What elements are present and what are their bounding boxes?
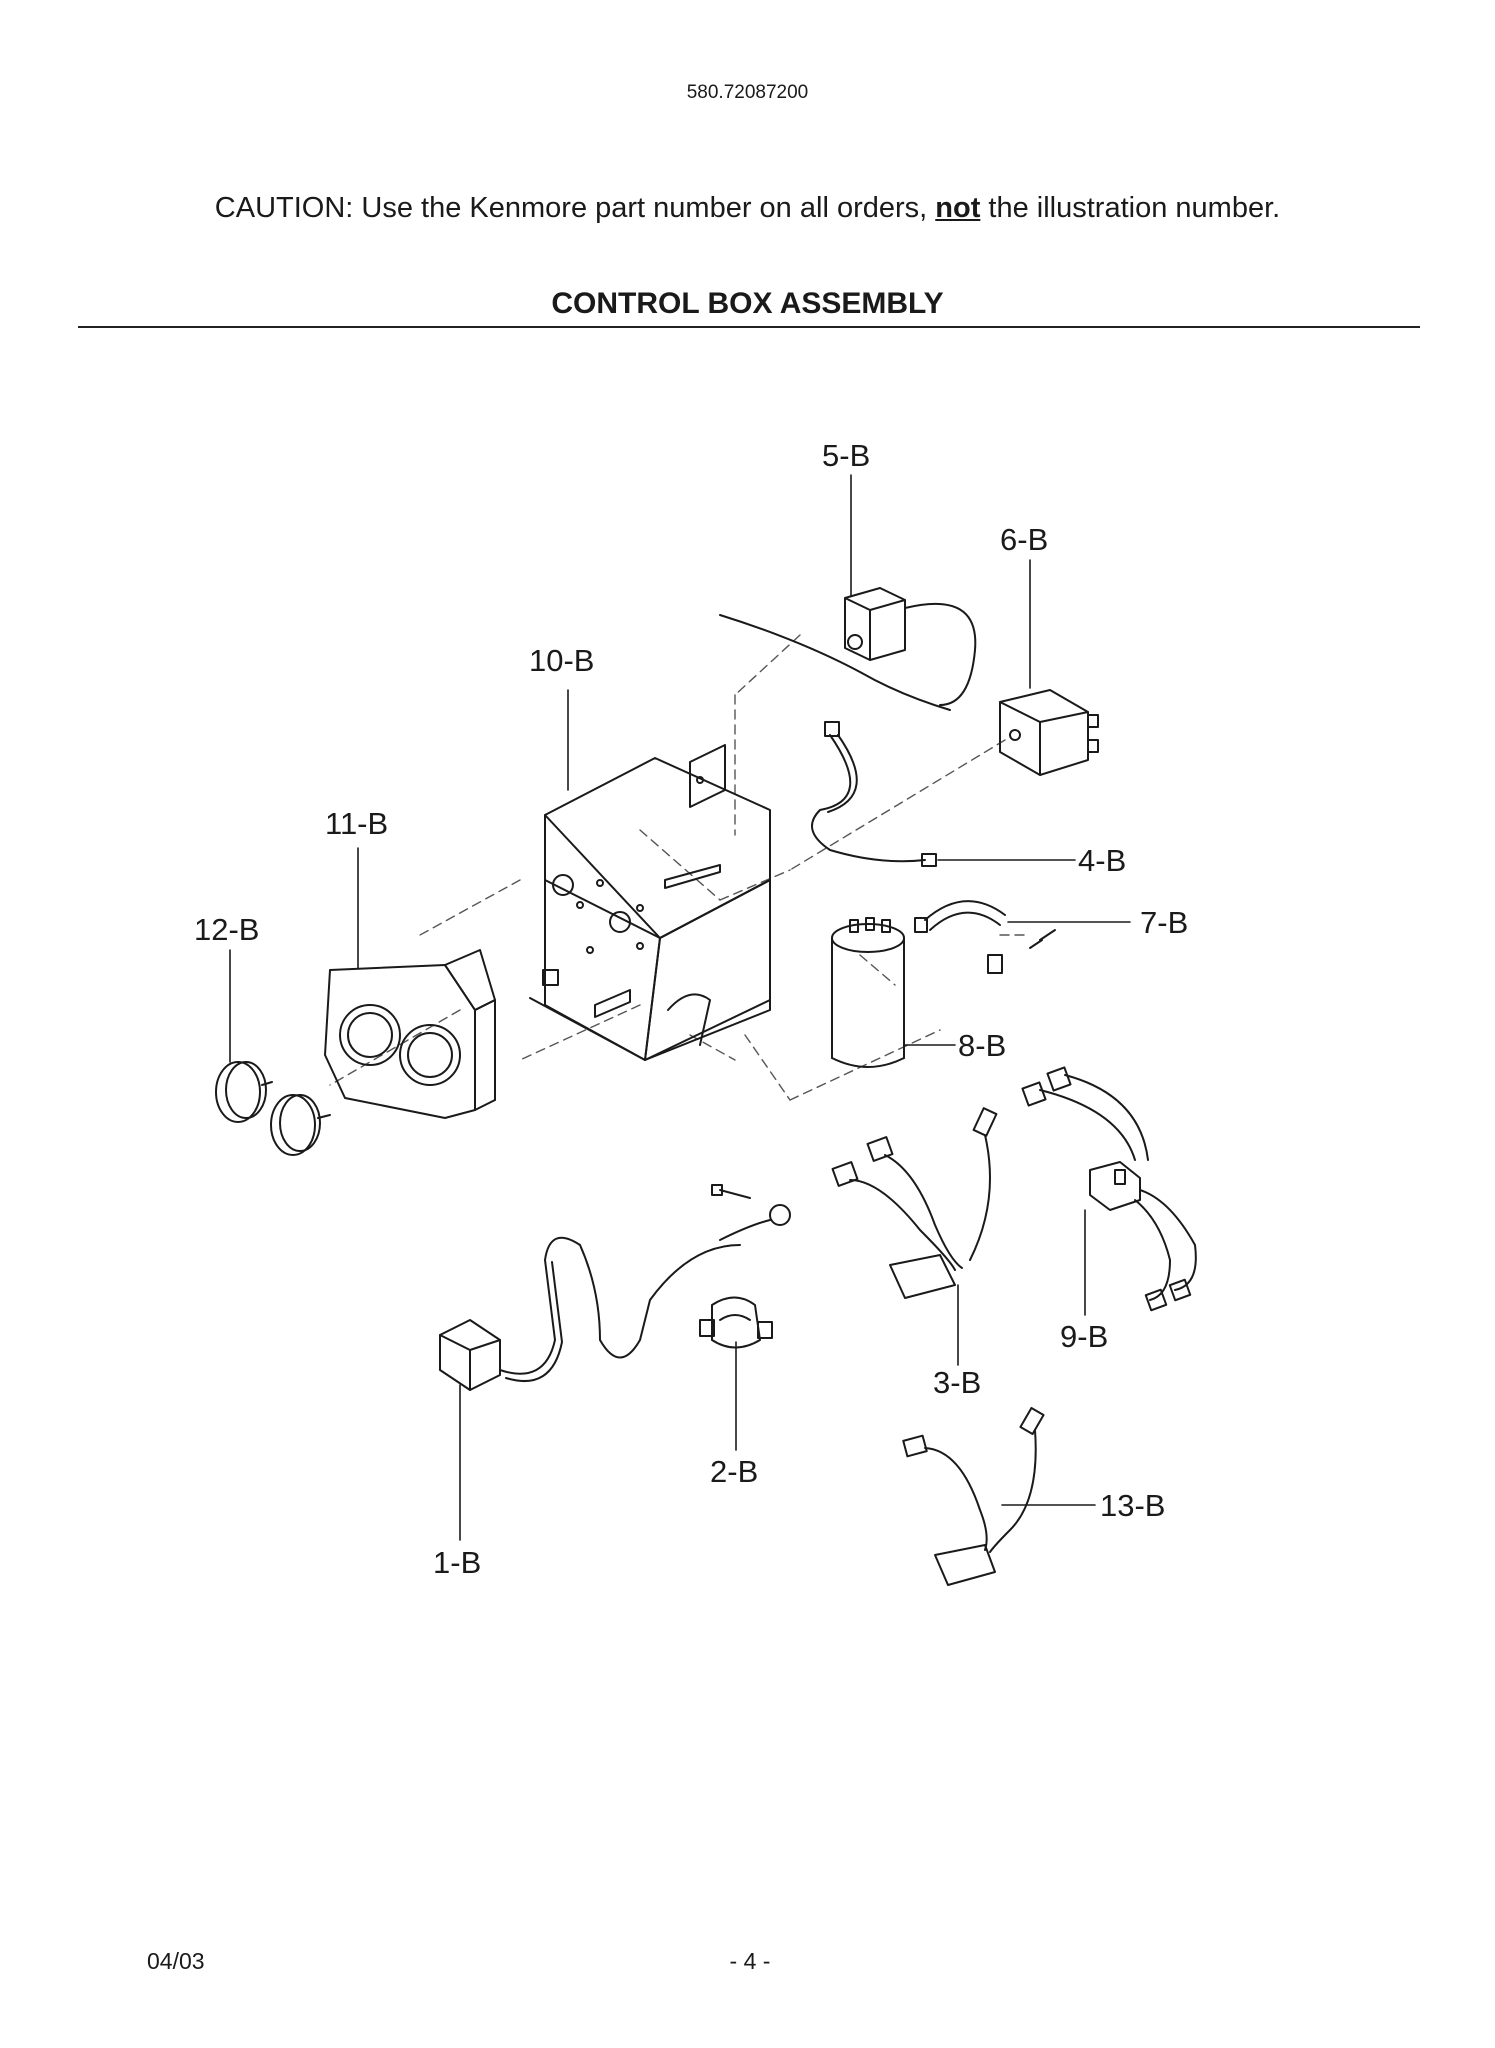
power-cord xyxy=(439,1184,791,1391)
callout-11b: 11-B xyxy=(325,806,388,841)
callout-12b: 12-B xyxy=(194,912,259,947)
callout-7b: 7-B xyxy=(1140,905,1188,940)
callout-2b: 2-B xyxy=(710,1454,758,1489)
wire-harness-b xyxy=(1021,1066,1197,1312)
callout-10b: 10-B xyxy=(529,643,594,678)
callout-4b: 4-B xyxy=(1078,843,1126,878)
callout-8b: 8-B xyxy=(958,1028,1006,1063)
caution-prefix: CAUTION: Use the Kenmore part number on … xyxy=(214,192,936,224)
control-box-bracket xyxy=(529,744,771,1061)
wire-harness-a xyxy=(831,1107,998,1299)
callout-5b: 5-B xyxy=(822,438,870,473)
wire-harness-c xyxy=(902,1406,1045,1586)
caution-text: CAUTION: Use the Kenmore part number on … xyxy=(0,192,1495,225)
callout-6b: 6-B xyxy=(1000,522,1048,557)
thermostat-control xyxy=(719,587,977,711)
capacitor-strap xyxy=(914,900,1056,974)
control-knobs xyxy=(215,1061,331,1156)
callout-leaders xyxy=(229,474,1131,1541)
callout-labels: 5-B 6-B 10-B 11-B 4-B 12-B 7-B 8-B 9-B 3… xyxy=(194,438,1188,1580)
title-divider xyxy=(78,326,1420,328)
selector-switch xyxy=(999,689,1099,776)
callout-9b: 9-B xyxy=(1060,1319,1108,1354)
run-capacitor xyxy=(831,917,905,1068)
callout-1b: 1-B xyxy=(433,1545,481,1580)
page-number: - 4 - xyxy=(729,1948,771,1974)
caution-suffix: the illustration number. xyxy=(980,192,1281,224)
caution-emphasis: not xyxy=(935,192,981,224)
model-number: 580.72087200 xyxy=(686,82,809,103)
knob-panel-housing xyxy=(324,949,496,1119)
assembly-guide-lines xyxy=(329,634,1031,1101)
footer-date: 04/03 xyxy=(147,1948,205,1974)
page-title: CONTROL BOX ASSEMBLY xyxy=(551,287,944,320)
callout-3b: 3-B xyxy=(933,1365,981,1400)
cord-clamp xyxy=(699,1296,773,1349)
wire-lead xyxy=(811,721,937,867)
callout-13b: 13-B xyxy=(1100,1488,1165,1523)
